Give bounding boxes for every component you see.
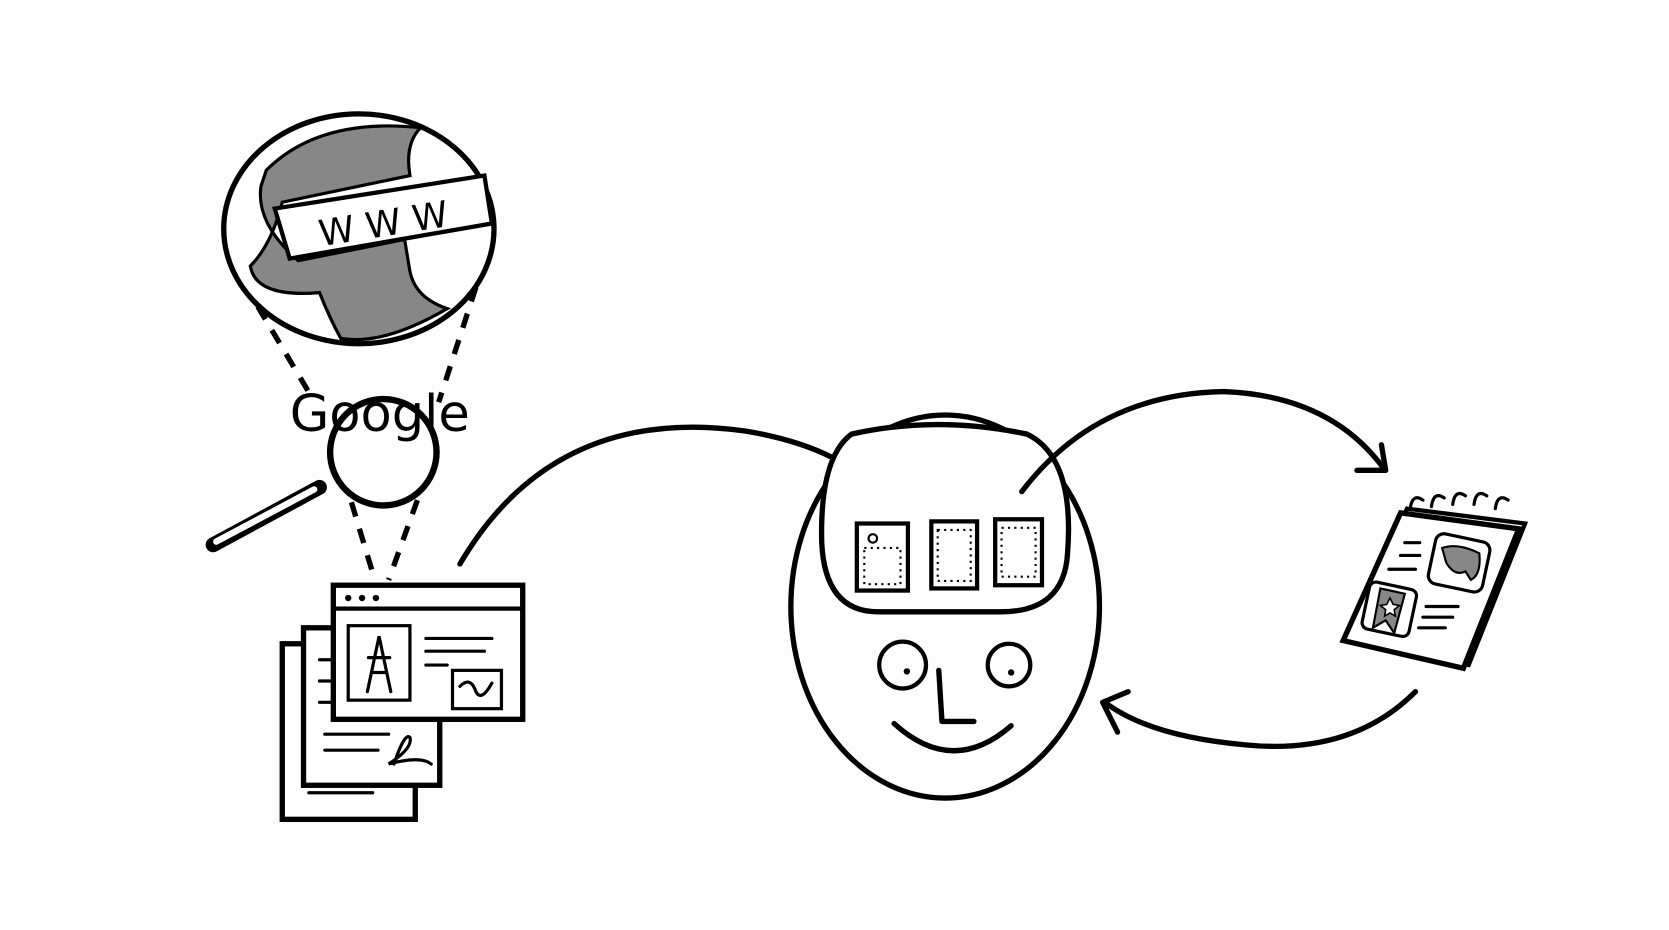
web-documents-icon (279, 582, 526, 822)
memory-card (854, 521, 911, 593)
globe-icon: W W W (221, 111, 497, 347)
person-head-icon (788, 412, 1103, 801)
dashed-connector (386, 499, 420, 581)
arrow-back-to-brain (1102, 688, 1419, 750)
memory-card (993, 517, 1045, 588)
map-icon (450, 668, 504, 711)
memory-card (929, 519, 980, 591)
eiffel-tower-icon (365, 635, 393, 694)
dashed-connector (255, 305, 314, 398)
pdf-icon (387, 735, 433, 766)
google-logo-text: Google (290, 385, 470, 444)
dashed-connector (436, 286, 479, 404)
notebook-icon (1339, 491, 1529, 672)
magnifying-glass-icon (205, 395, 440, 553)
dashed-connector (348, 501, 378, 581)
arrow-to-notebook (1019, 388, 1387, 495)
